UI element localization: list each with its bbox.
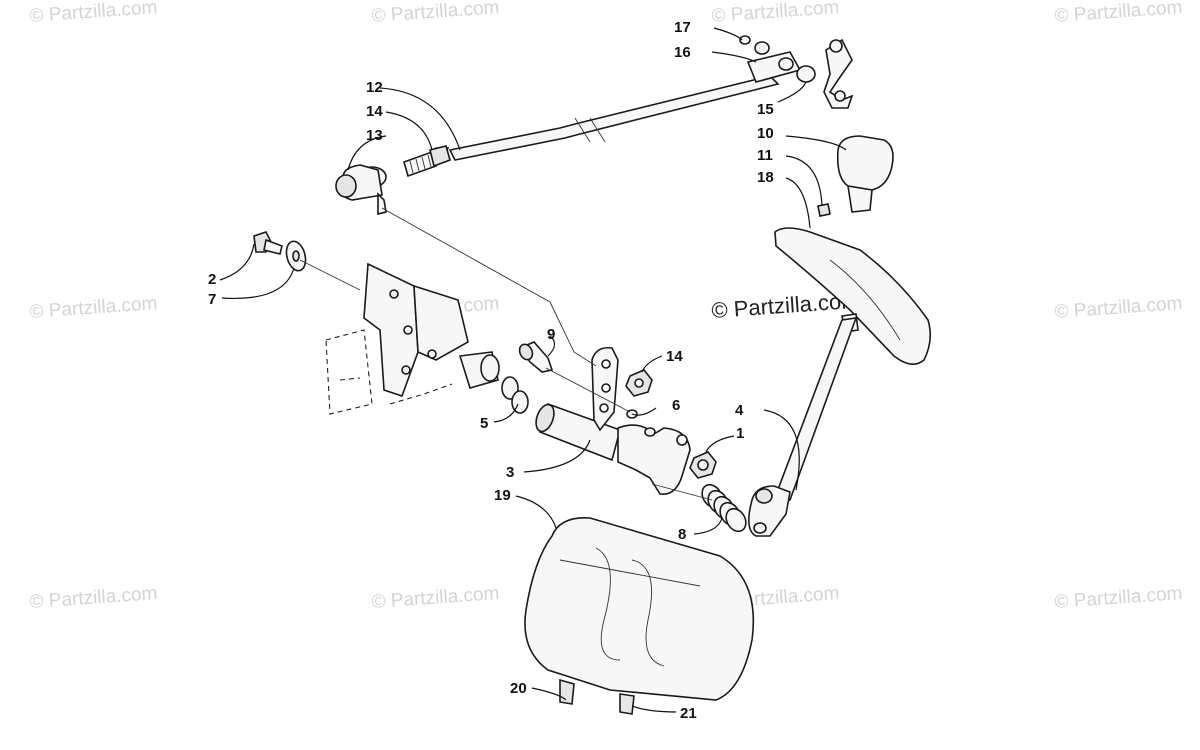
arm-plate <box>591 346 619 432</box>
pivot-bolt <box>518 341 554 373</box>
callout-10: 10 <box>757 125 774 142</box>
callout-5: 5 <box>480 415 488 432</box>
callout-1: 1 <box>736 425 744 442</box>
arm-nut <box>625 369 653 397</box>
rod-end-assembly <box>335 145 451 216</box>
shift-handle-group <box>774 135 932 365</box>
shift-lever <box>748 317 858 537</box>
watermark-mid-left: © Partzilla.com <box>29 293 158 323</box>
bolt-and-washer <box>253 231 307 272</box>
watermark-top-center: © Partzilla.com <box>371 0 500 27</box>
callout-3: 3 <box>506 464 514 481</box>
callout-15: 15 <box>757 101 774 118</box>
callout-17: 17 <box>674 19 691 36</box>
leader-lines <box>219 27 847 713</box>
lever-boot <box>524 517 755 715</box>
callout-21: 21 <box>680 705 697 722</box>
watermark-top-right: © Partzilla.com <box>711 0 840 27</box>
return-spring <box>701 483 747 533</box>
callout-7: 7 <box>208 291 216 308</box>
callout-11: 11 <box>757 147 773 164</box>
callout-2: 2 <box>208 271 216 288</box>
assembly-guide-lines <box>299 207 713 501</box>
callout-labels: 1 2 3 4 5 6 7 8 9 10 11 12 13 14 14 15 1… <box>208 19 774 722</box>
callout-8: 8 <box>678 526 686 543</box>
callout-9: 9 <box>547 326 555 343</box>
watermark-top-far-right: © Partzilla.com <box>1054 0 1183 27</box>
pivot-shaft <box>535 402 691 495</box>
mounting-bracket <box>325 262 469 415</box>
callout-19: 19 <box>494 487 511 504</box>
callout-16: 16 <box>674 44 691 61</box>
callout-13: 13 <box>366 127 383 144</box>
callout-4: 4 <box>735 402 744 419</box>
callout-14-top: 14 <box>366 103 383 120</box>
watermark-mid-right: © Partzilla.com <box>1054 293 1183 323</box>
linkage-top-right <box>739 35 854 109</box>
bushing-and-rings <box>458 351 529 414</box>
callout-12: 12 <box>366 79 383 96</box>
callout-6: 6 <box>672 397 680 414</box>
watermark-bottom-left: © Partzilla.com <box>29 583 158 613</box>
watermark-bottom-center: © Partzilla.com <box>371 583 500 613</box>
callout-20: 20 <box>510 680 527 697</box>
callout-18: 18 <box>757 169 774 186</box>
callout-14-mid: 14 <box>666 348 683 365</box>
watermark-layer: © Partzilla.com © Partzilla.com © Partzi… <box>29 0 1183 613</box>
shift-rod <box>430 75 780 164</box>
watermark-top-left: © Partzilla.com <box>29 0 158 27</box>
watermark-bottom-far-right: © Partzilla.com <box>1054 583 1183 613</box>
lock-nut <box>689 451 717 479</box>
